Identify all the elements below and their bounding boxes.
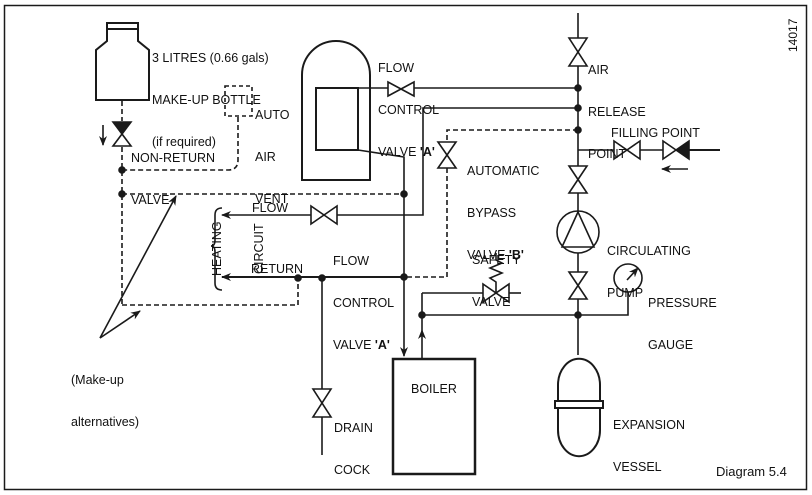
label-line: FLOW — [378, 61, 415, 75]
label-line: RELEASE — [588, 105, 646, 119]
flow-control-valve-a-top-icon — [387, 80, 415, 98]
air-release-valve-icon — [567, 37, 589, 67]
makeup-alternatives-label: (Make-up alternatives) — [71, 345, 139, 443]
label-line: AIR — [255, 150, 276, 164]
label-line: HEATING — [210, 221, 224, 276]
valve-letter: 'A' — [374, 338, 390, 352]
label-line: COCK — [334, 463, 371, 477]
makeup-bottle-icon — [95, 22, 150, 101]
flow-control-valve-a-mid-icon — [310, 204, 338, 226]
valve-letter: 'B' — [508, 248, 524, 262]
makeup-alt-arrow-2 — [99, 310, 141, 339]
label-line: PUMP — [607, 286, 644, 300]
flow-control-valve-a-mid-label: FLOW CONTROL VALVE 'A' — [333, 226, 394, 366]
pump-isolation-valve-lower-icon — [567, 271, 589, 300]
circulating-pump-icon — [556, 210, 600, 254]
drain-cock-label: DRAIN COCK — [334, 393, 373, 491]
label-line: (Make-up — [71, 373, 124, 387]
automatic-bypass-valve-icon — [436, 141, 458, 169]
label-line: VALVE — [131, 193, 170, 207]
cylinder-coil-icon — [315, 87, 359, 151]
hot-water-cylinder-icon — [301, 40, 371, 181]
label-line: VALVE 'B' — [467, 248, 524, 262]
drain-cock-icon — [311, 388, 333, 418]
label-line: PRESSURE — [648, 296, 717, 310]
label-line: VALVE 'A' — [333, 338, 390, 352]
label-line: CIRCULATING — [607, 244, 691, 258]
pressure-gauge-label: PRESSURE GAUGE — [648, 268, 717, 366]
makeup-bottle-label: 3 LITRES (0.66 gals) MAKE-UP BOTTLE (if … — [152, 23, 269, 163]
label-line: AUTO — [255, 108, 290, 122]
label-line: GAUGE — [648, 338, 694, 352]
non-return-valve-label: NON-RETURN VALVE — [131, 123, 215, 221]
circulating-pump-label: CIRCULATING PUMP — [607, 216, 691, 314]
heating-circuit-label: HEATING CIRCUIT — [182, 221, 280, 276]
label-line: EXPANSION — [613, 418, 686, 432]
safety-valve-label: SAFETY VALVE — [472, 225, 521, 323]
automatic-bypass-valve-label: AUTOMATIC BYPASS VALVE 'B' — [467, 136, 539, 276]
safety-valve-icon — [482, 282, 510, 304]
heating-circuit-brace — [210, 207, 223, 291]
label-line: MAKE-UP BOTTLE — [152, 93, 261, 107]
diagram-caption: Diagram 5.4 — [716, 464, 787, 479]
label-line: VESSEL — [613, 460, 662, 474]
air-release-point-label: AIR RELEASE POINT — [588, 35, 646, 175]
makeup-alt-arrow-1 — [99, 195, 177, 339]
non-return-valve-icon — [111, 121, 133, 147]
label-line: (if required) — [152, 135, 216, 149]
boiler-label: BOILER — [411, 382, 457, 396]
label-line: VALVE — [472, 295, 511, 309]
return-label: RETURN — [251, 262, 304, 276]
filling-non-return-valve-icon — [662, 139, 690, 161]
auto-air-vent-icon — [224, 85, 253, 117]
expansion-vessel-icon — [554, 357, 604, 458]
boiler-icon — [391, 357, 477, 476]
label-line: DRAIN — [334, 421, 373, 435]
filling-point-label: FILLING POINT — [611, 126, 700, 140]
label-line: AIR — [588, 63, 609, 77]
label-line: CONTROL — [333, 296, 395, 310]
label-line: 3 LITRES (0.66 gals) — [152, 51, 269, 65]
auto-air-vent-label: AUTO AIR VENT — [255, 80, 290, 220]
label-line: BYPASS — [467, 206, 517, 220]
label-line: CIRCUIT — [252, 223, 266, 275]
diagram-ref-number: 14017 — [786, 18, 800, 52]
diagram-border — [3, 4, 808, 491]
label-line: NON-RETURN — [131, 151, 216, 165]
label-line: FLOW — [333, 254, 370, 268]
flow-control-valve-a-top-label: FLOW CONTROL VALVE 'A' — [378, 33, 439, 173]
label-line: VENT — [255, 192, 289, 206]
label-line: VALVE 'A' — [378, 145, 435, 159]
flow-label: FLOW — [252, 201, 289, 215]
pump-isolation-valve-upper-icon — [567, 165, 589, 194]
label-line: SAFETY — [472, 253, 521, 267]
expansion-vessel-label: EXPANSION VESSEL — [613, 390, 685, 488]
label-line: CONTROL — [378, 103, 440, 117]
label-line: POINT — [588, 147, 627, 161]
valve-letter: 'A' — [419, 145, 435, 159]
label-line: alternatives) — [71, 415, 140, 429]
filling-valve-icon — [613, 139, 641, 161]
label-line: AUTOMATIC — [467, 164, 540, 178]
